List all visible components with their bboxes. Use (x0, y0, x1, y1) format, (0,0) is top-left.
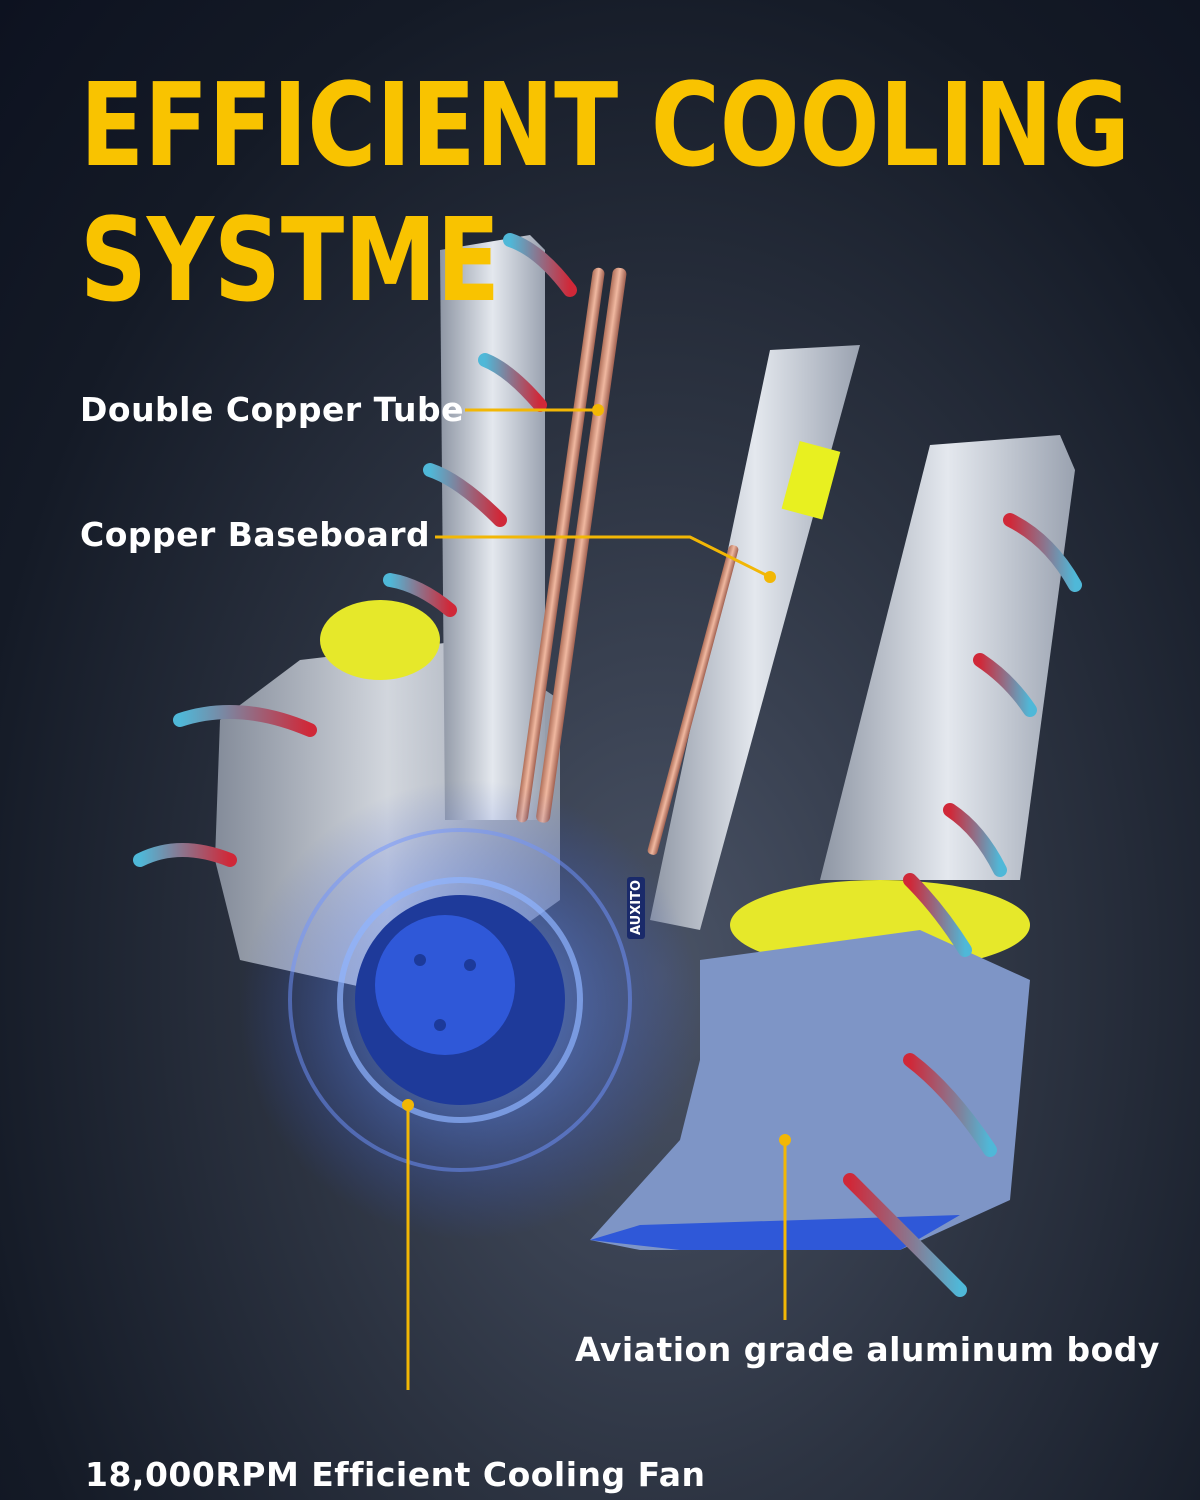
airflow-arrow (423, 463, 507, 527)
leader-dots (402, 404, 791, 1146)
airflow-arrow (843, 1173, 967, 1297)
airflow-arrows (133, 233, 1082, 1297)
brand-mark: AUXITO (629, 880, 644, 935)
callout-cooling-fan: 18,000RPM Efficient Cooling Fan (85, 1455, 706, 1494)
airflow-arrow (973, 653, 1037, 717)
title-line-1: EFFICIENT COOLING (80, 59, 1130, 193)
title-line-2: SYSTME (80, 194, 500, 328)
airflow-arrow (903, 1053, 997, 1157)
callout-copper-baseboard: Copper Baseboard (80, 515, 431, 554)
airflow-arrow (383, 573, 457, 617)
airflow-arrow (943, 803, 1007, 877)
airflow-arrow (1003, 513, 1082, 592)
airflow-arrow (478, 353, 547, 412)
airflow-arrow (133, 843, 237, 867)
callout-copper-tube: Double Copper Tube (80, 390, 465, 429)
callout-aluminum-body: Aviation grade aluminum body (575, 1330, 1160, 1369)
callout-leaders (406, 408, 787, 1390)
middle-bulb (647, 345, 860, 930)
cooling-fan-graphic (240, 780, 700, 1240)
airflow-arrow (173, 705, 317, 737)
airflow-arrow (503, 233, 577, 297)
leader-copper-baseboard (435, 535, 771, 579)
airflow-arrow (903, 873, 972, 957)
brand-mark-plate: AUXITO (627, 877, 645, 939)
